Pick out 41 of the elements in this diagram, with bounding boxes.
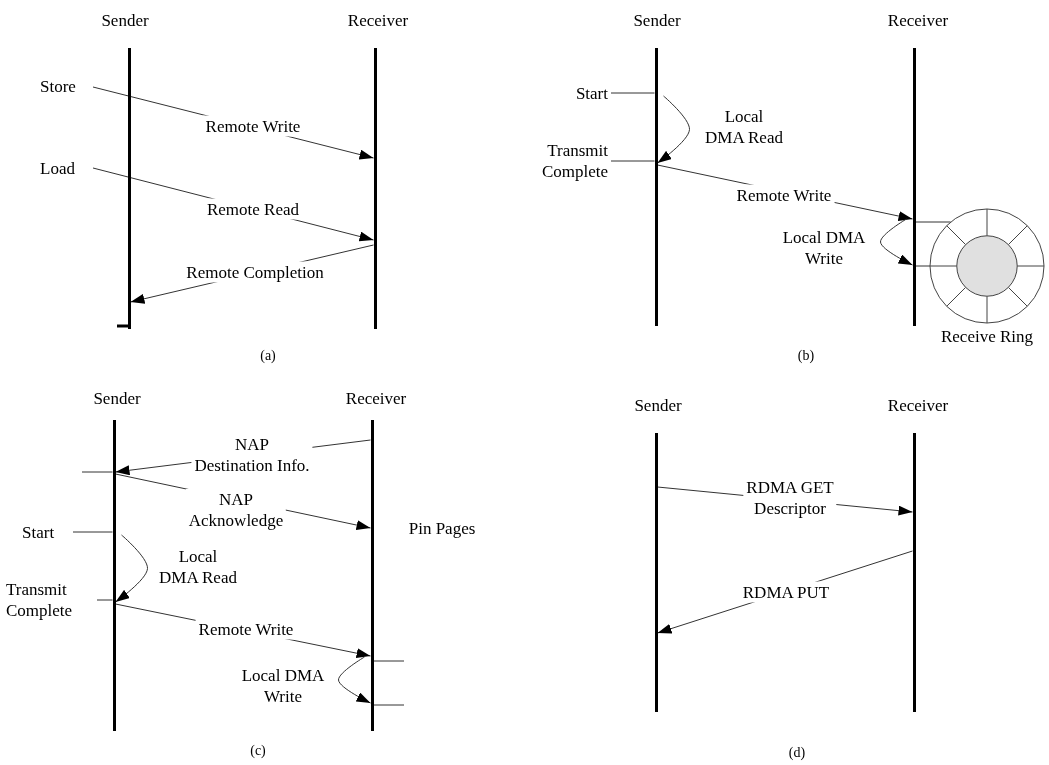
lifeline (912, 48, 916, 326)
lifeline-heading: Sender (633, 9, 681, 31)
event-label: Load (40, 158, 76, 179)
connector-line (915, 221, 952, 223)
panel-caption: (a) (260, 346, 276, 365)
ring-label: Receive Ring (939, 326, 1035, 347)
lifeline-heading: Receiver (887, 9, 949, 31)
lifeline-heading: Sender (93, 387, 141, 409)
lifeline (373, 48, 377, 329)
lifeline-heading: Sender (101, 9, 149, 31)
panel-caption: (b) (797, 346, 815, 365)
lifeline (127, 48, 131, 329)
event-label: Transmit Complete (540, 140, 608, 182)
self-loop-arrow (880, 218, 913, 266)
self-loop-arrow (338, 656, 371, 704)
connector-line (610, 92, 655, 94)
lifeline (912, 433, 916, 712)
edge-label: NAP Acknowledge (185, 489, 287, 531)
self-loop-arrow (657, 95, 690, 164)
event-label: Start (22, 522, 56, 543)
lifeline-heading: Receiver (887, 394, 949, 416)
connector-line (915, 265, 931, 267)
connector-line (96, 599, 113, 601)
event-label: Store (40, 76, 77, 97)
lifeline (654, 433, 658, 712)
lifeline (370, 420, 374, 731)
connector-line (72, 531, 113, 533)
lifeline (112, 420, 116, 731)
lifeline-heading: Receiver (345, 387, 407, 409)
lifeline-heading: Receiver (347, 9, 409, 31)
panel-caption: (c) (250, 741, 266, 760)
connector-line (610, 160, 655, 162)
event-label: Transmit Complete (6, 579, 74, 621)
edge-label: Remote Write (195, 618, 297, 640)
lifeline (654, 48, 658, 326)
edge-label: Remote Completion (183, 261, 327, 283)
self-loop-arrow (115, 534, 148, 603)
event-label: Start (574, 83, 608, 104)
lifeline-heading: Sender (634, 394, 682, 416)
note-label: Pin Pages (408, 517, 476, 539)
panel-caption: (d) (788, 743, 806, 762)
